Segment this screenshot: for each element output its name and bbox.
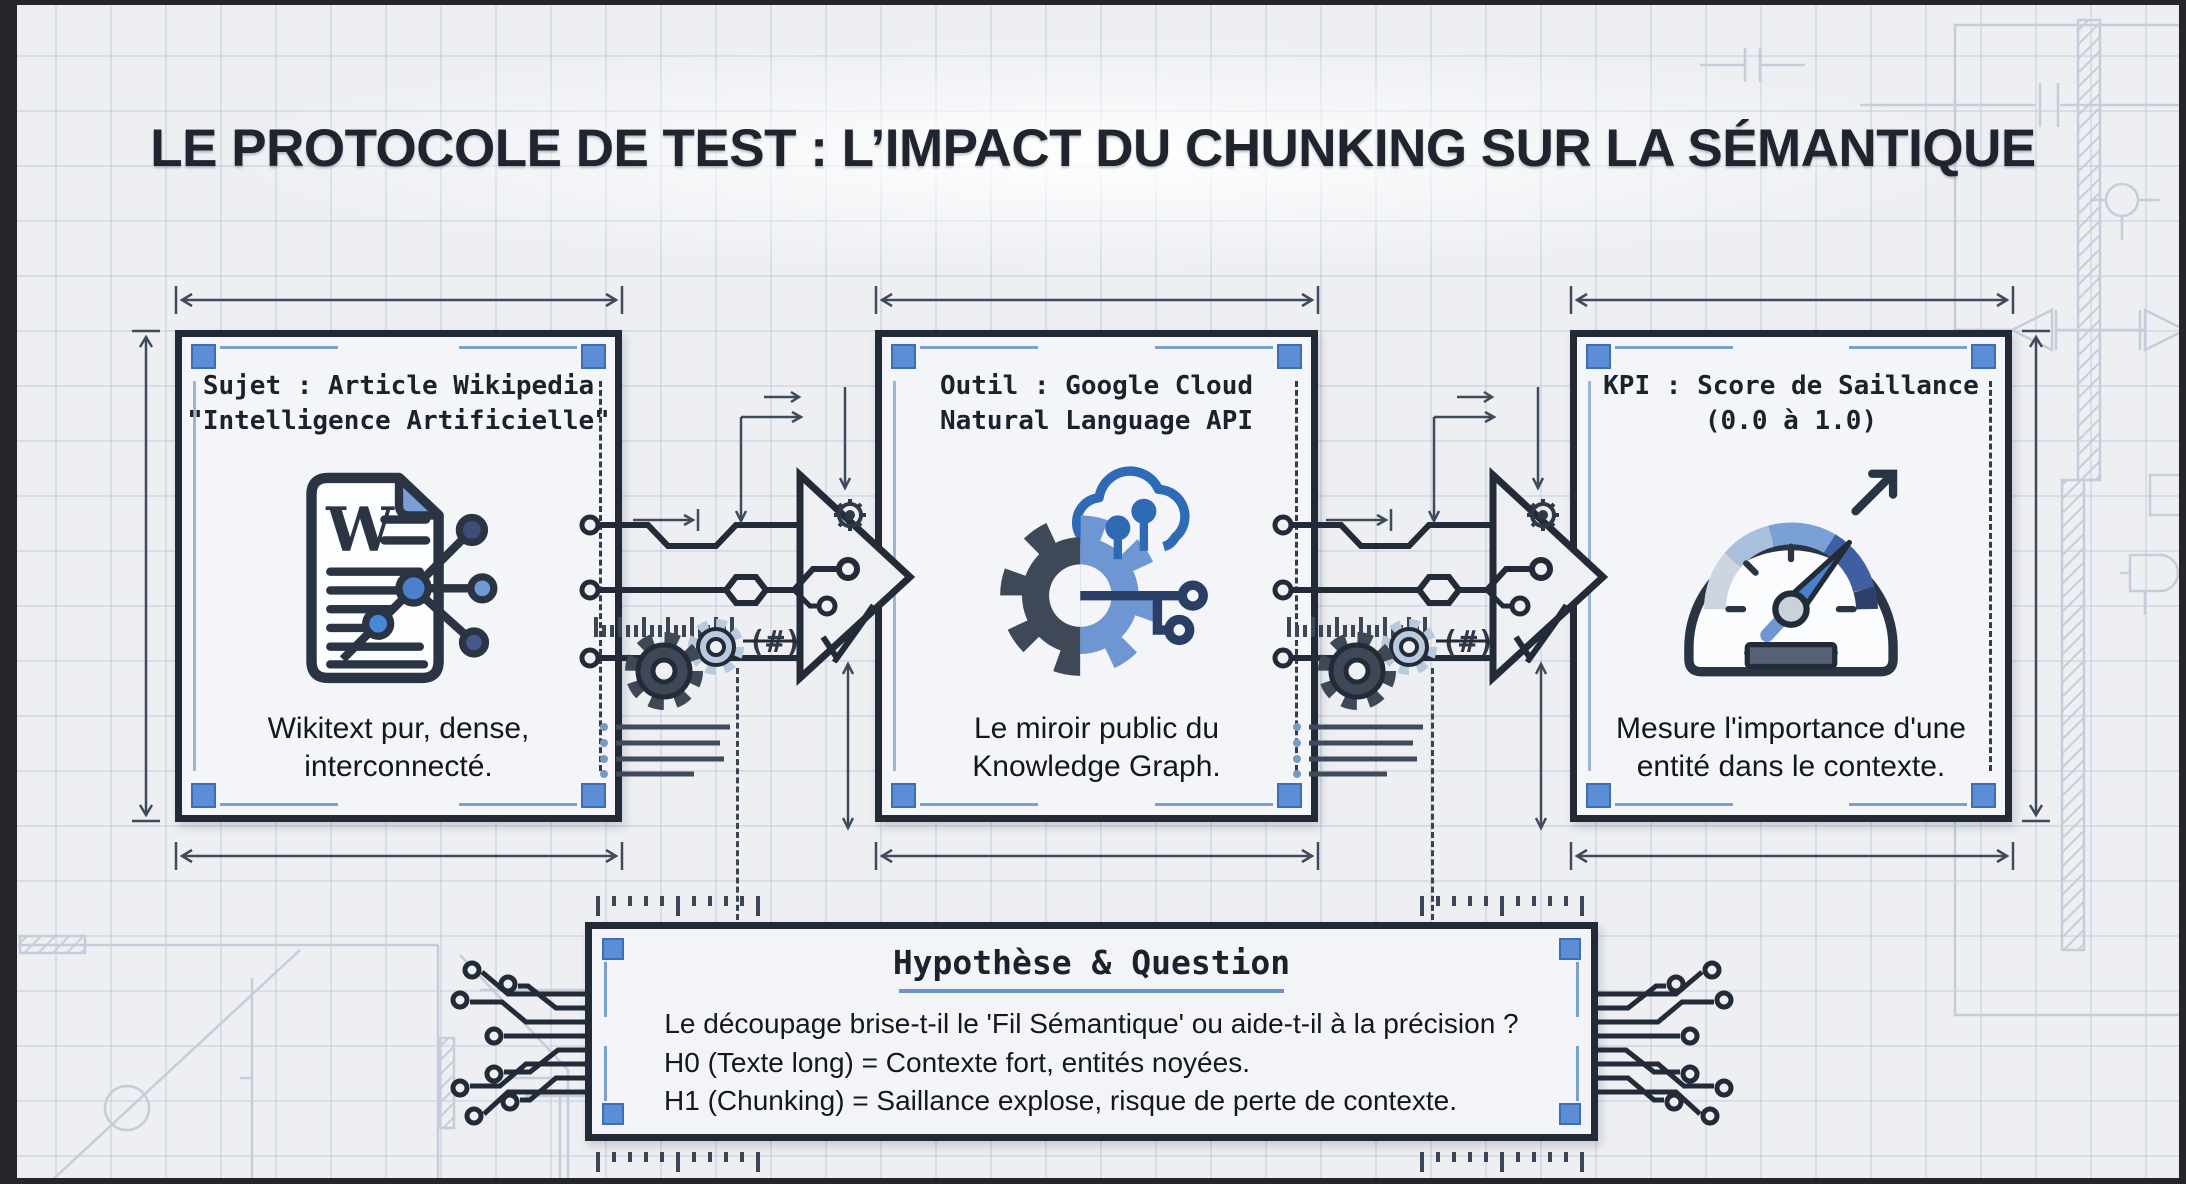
dimension-line-bottom-card3 xyxy=(1569,842,2015,870)
page-title: LE PROTOCOLE DE TEST : L’IMPACT DU CHUNK… xyxy=(150,119,2036,178)
flow-arrow-connector-2 xyxy=(1273,375,1618,840)
dimension-line-right xyxy=(2022,329,2050,823)
ruler-mark xyxy=(1420,1150,1584,1174)
card-caption: Mesure l'importance d'une entité dans le… xyxy=(1616,712,1966,783)
dashed-drop-line-1 xyxy=(736,668,739,920)
hypothesis-h0: H0 (Texte long) = Contexte fort, entités… xyxy=(664,1046,1250,1078)
gear-cloud-api-icon xyxy=(999,466,1208,676)
card-kpi-saillance: KPI : Score de Saillance (0.0 à 1.0) xyxy=(1570,330,2012,822)
hypothesis-box: Hypothèse & Question Le découpage brise-… xyxy=(585,922,1598,1141)
card-outil-google-cloud: Outil : Google Cloud Natural Language AP… xyxy=(875,330,1318,822)
corner-square xyxy=(191,344,216,369)
card-header: Sujet : Article Wikipedia "Intelligence … xyxy=(187,371,610,437)
circuit-traces-right xyxy=(1596,952,1776,1152)
hypothesis-underline xyxy=(899,989,1284,993)
gauge-icon xyxy=(1684,469,1898,677)
wikipedia-document-graph-icon: W xyxy=(305,472,497,684)
card-header: Outil : Google Cloud Natural Language AP… xyxy=(939,371,1254,437)
card-caption: Le miroir public du Knowledge Graph. xyxy=(972,712,1221,783)
title-glow xyxy=(220,40,1980,270)
card-caption: Wikitext pur, dense, interconnecté. xyxy=(267,712,530,783)
screen-edge-left xyxy=(0,0,17,1184)
corner-square xyxy=(191,783,216,808)
ruler-mark xyxy=(1420,894,1584,918)
screen-edge-bottom xyxy=(0,1178,2186,1184)
dashed-drop-line-2 xyxy=(1431,668,1434,920)
hypothesis-question: Le découpage brise-t-il le 'Fil Sémantiq… xyxy=(664,1008,1519,1039)
ruler-mark xyxy=(596,1150,760,1174)
screen-edge-top xyxy=(0,0,2186,5)
corner-square xyxy=(581,344,606,369)
dimension-line-top-card3 xyxy=(1569,286,2015,314)
corner-square xyxy=(581,783,606,808)
screen-edge-right xyxy=(2179,0,2186,1184)
circuit-traces-left xyxy=(408,952,588,1152)
flow-arrow-connector-1 xyxy=(580,375,925,840)
hypothesis-title: Hypothèse & Question xyxy=(892,943,1291,982)
dimension-line-bottom-card2 xyxy=(874,842,1320,870)
card-sujet-wikipedia: Sujet : Article Wikipedia "Intelligence … xyxy=(175,330,622,822)
dimension-line-top-card2 xyxy=(874,286,1320,314)
dimension-line-bottom-card1 xyxy=(174,842,624,870)
card-header: KPI : Score de Saillance (0.0 à 1.0) xyxy=(1603,371,1979,437)
svg-text:W: W xyxy=(325,495,395,566)
dimension-line-left xyxy=(132,329,160,823)
hypothesis-h1: H1 (Chunking) = Saillance explose, risqu… xyxy=(664,1085,1458,1117)
ruler-mark xyxy=(596,894,760,918)
dimension-line-top-card1 xyxy=(174,286,624,314)
